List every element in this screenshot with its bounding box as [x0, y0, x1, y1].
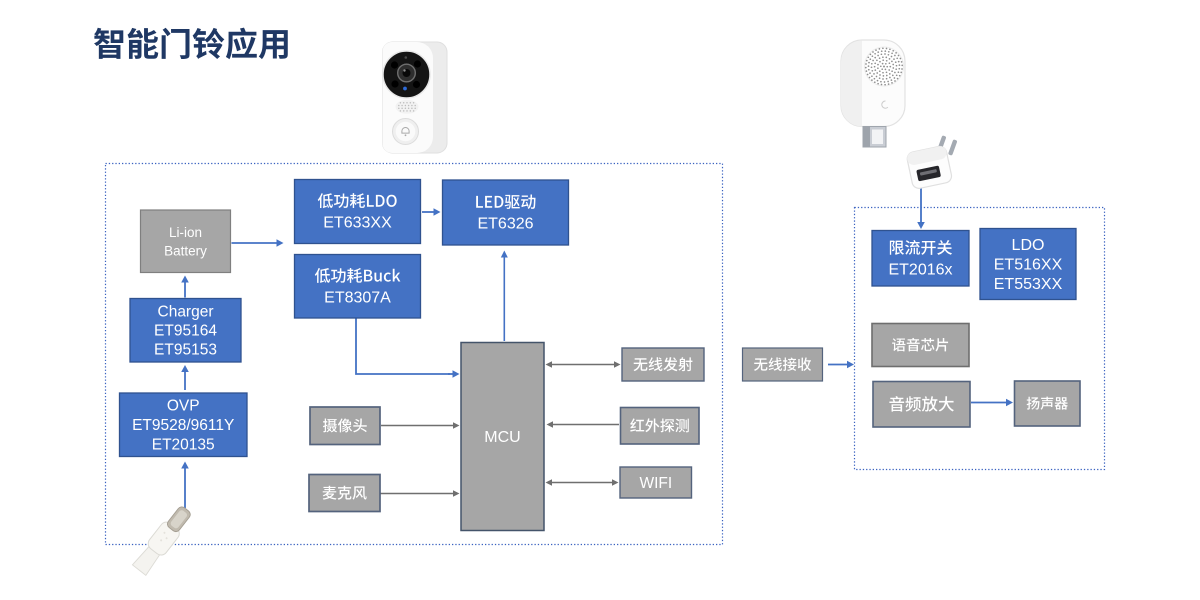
svg-text:LDO: LDO [1012, 237, 1045, 254]
svg-text:Battery: Battery [164, 243, 207, 258]
svg-text:ET516XX: ET516XX [994, 257, 1063, 274]
svg-text:ET8307A: ET8307A [324, 289, 391, 306]
svg-text:ET633XX: ET633XX [323, 215, 392, 232]
svg-text:ET6326: ET6326 [477, 216, 533, 233]
svg-text:ET20135: ET20135 [152, 437, 215, 454]
svg-text:ET95164: ET95164 [154, 323, 217, 340]
svg-text:ET95153: ET95153 [154, 342, 217, 359]
svg-text:MCU: MCU [484, 429, 520, 446]
svg-text:ET2016x: ET2016x [888, 261, 952, 278]
svg-text:ET553XX: ET553XX [994, 276, 1063, 293]
svg-text:WIFI: WIFI [639, 475, 672, 492]
svg-text:Charger: Charger [158, 304, 214, 321]
svg-text:Li-ion: Li-ion [169, 225, 202, 240]
svg-text:ET9528/9611Y: ET9528/9611Y [132, 417, 234, 434]
svg-text:OVP: OVP [167, 398, 200, 415]
